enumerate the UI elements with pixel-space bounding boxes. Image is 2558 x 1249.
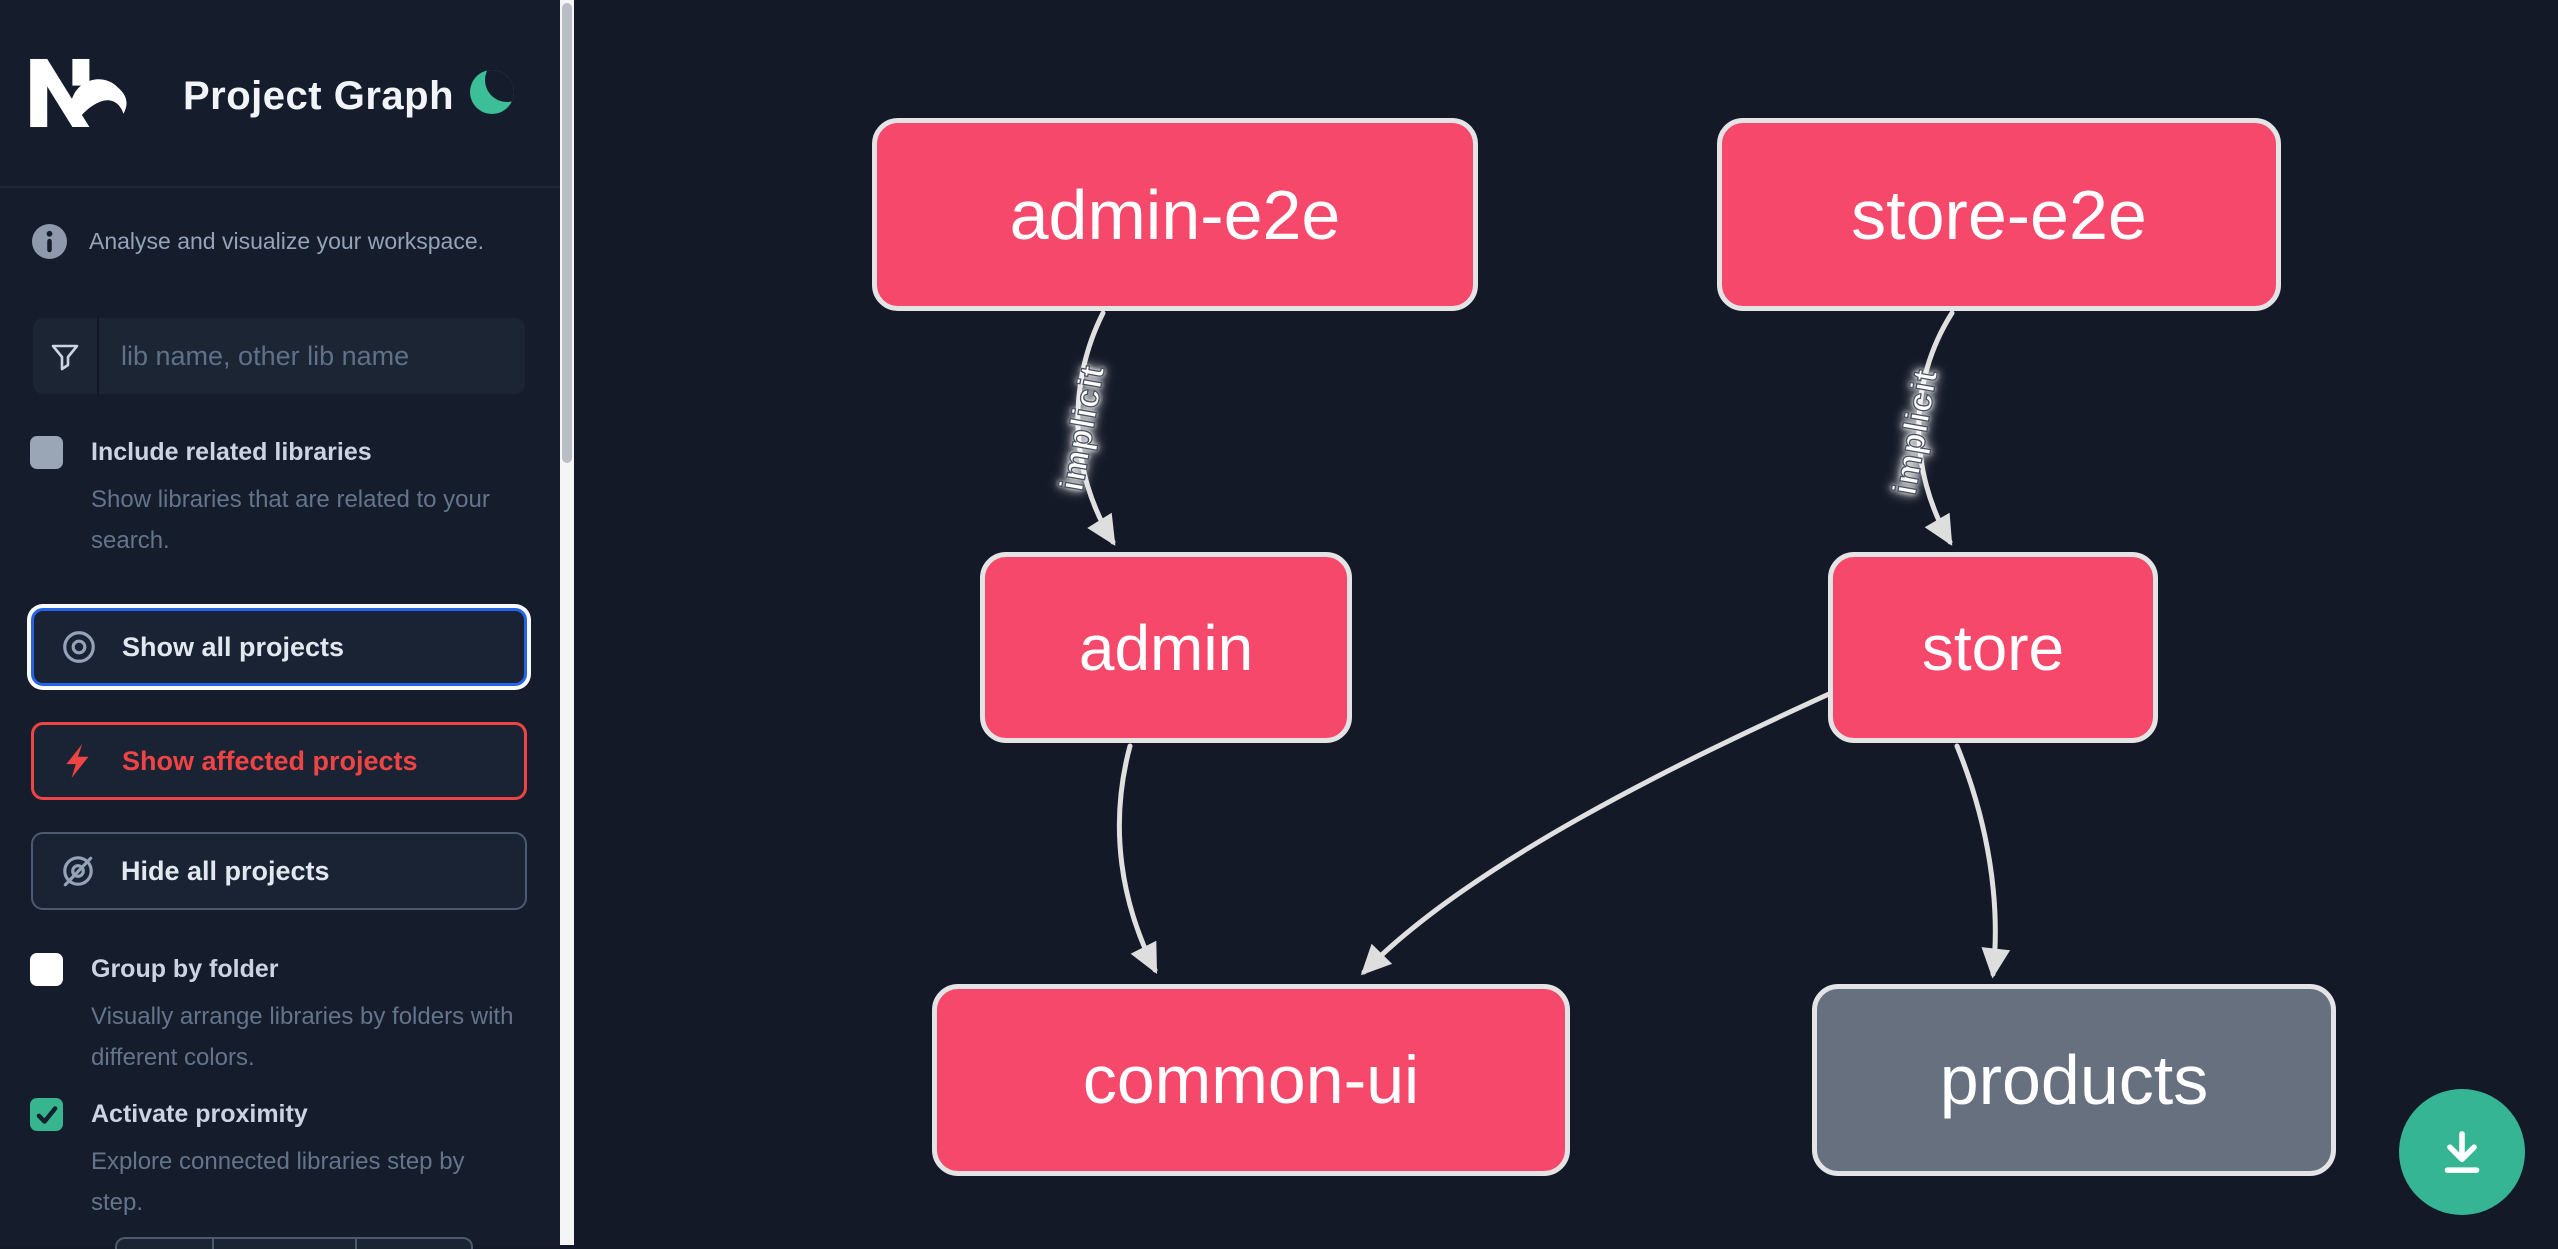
group-by-folder-label: Group by folder xyxy=(91,955,279,983)
download-graph-button[interactable] xyxy=(2399,1089,2525,1215)
activate-proximity-description: Explore connected libraries step by step… xyxy=(91,1148,465,1216)
depth-segment[interactable] xyxy=(355,1239,471,1249)
include-related-checkbox[interactable] xyxy=(30,436,63,469)
bolt-icon xyxy=(66,744,89,778)
page-title: Project Graph xyxy=(183,74,455,118)
include-related-description: Show libraries that are related to your … xyxy=(91,486,490,554)
graph-node-products[interactable]: products xyxy=(1812,984,2336,1176)
nx-logo xyxy=(30,58,127,128)
graph-node-store-e2e[interactable]: store-e2e xyxy=(1717,118,2281,311)
hide-all-projects-label: Hide all projects xyxy=(121,855,330,886)
show-affected-projects-label: Show affected projects xyxy=(122,745,418,776)
depth-segmented-control[interactable] xyxy=(115,1237,473,1249)
activate-proximity-checkbox[interactable] xyxy=(30,1098,63,1131)
activate-proximity-label: Activate proximity xyxy=(91,1100,308,1128)
filter-funnel-icon xyxy=(51,344,79,371)
group-by-folder-description: Visually arrange libraries by folders wi… xyxy=(91,1003,514,1071)
include-related-label: Include related libraries xyxy=(91,438,372,466)
header-divider xyxy=(0,186,560,188)
info-icon xyxy=(32,224,67,259)
filter-icon-cell xyxy=(33,318,99,394)
eye-icon xyxy=(63,631,95,663)
hide-all-projects-button[interactable]: Hide all projects xyxy=(31,832,527,910)
theme-toggle-moon-icon[interactable] xyxy=(470,70,514,114)
workspace-tagline: Analyse and visualize your workspace. xyxy=(32,224,484,259)
group-by-folder-block: Group by folder Visually arrange librari… xyxy=(30,953,535,1078)
activate-proximity-block: Activate proximity Explore connected lib… xyxy=(30,1098,535,1223)
graph-node-admin-e2e[interactable]: admin-e2e xyxy=(872,118,1478,311)
eye-off-icon xyxy=(63,856,93,887)
check-icon xyxy=(36,1105,57,1124)
graph-node-admin[interactable]: admin xyxy=(980,552,1352,743)
show-all-projects-label: Show all projects xyxy=(122,631,345,662)
depth-segment[interactable] xyxy=(212,1239,355,1249)
sidebar: Project Graph Analyse and visualize your… xyxy=(0,0,560,1249)
graph-node-store[interactable]: store xyxy=(1828,552,2158,743)
graph-node-common-ui[interactable]: common-ui xyxy=(932,984,1570,1176)
show-affected-projects-button[interactable]: Show affected projects xyxy=(31,722,527,800)
depth-segment[interactable] xyxy=(117,1239,212,1249)
search-input[interactable] xyxy=(99,318,525,394)
download-icon xyxy=(2444,1131,2480,1173)
group-by-folder-checkbox[interactable] xyxy=(30,953,63,986)
include-related-block: Include related libraries Show libraries… xyxy=(30,436,535,561)
search-box xyxy=(33,318,525,394)
tagline-text: Analyse and visualize your workspace. xyxy=(89,228,485,254)
show-all-projects-button[interactable]: Show all projects xyxy=(31,608,527,686)
sidebar-scrollbar-thumb[interactable] xyxy=(562,3,572,463)
